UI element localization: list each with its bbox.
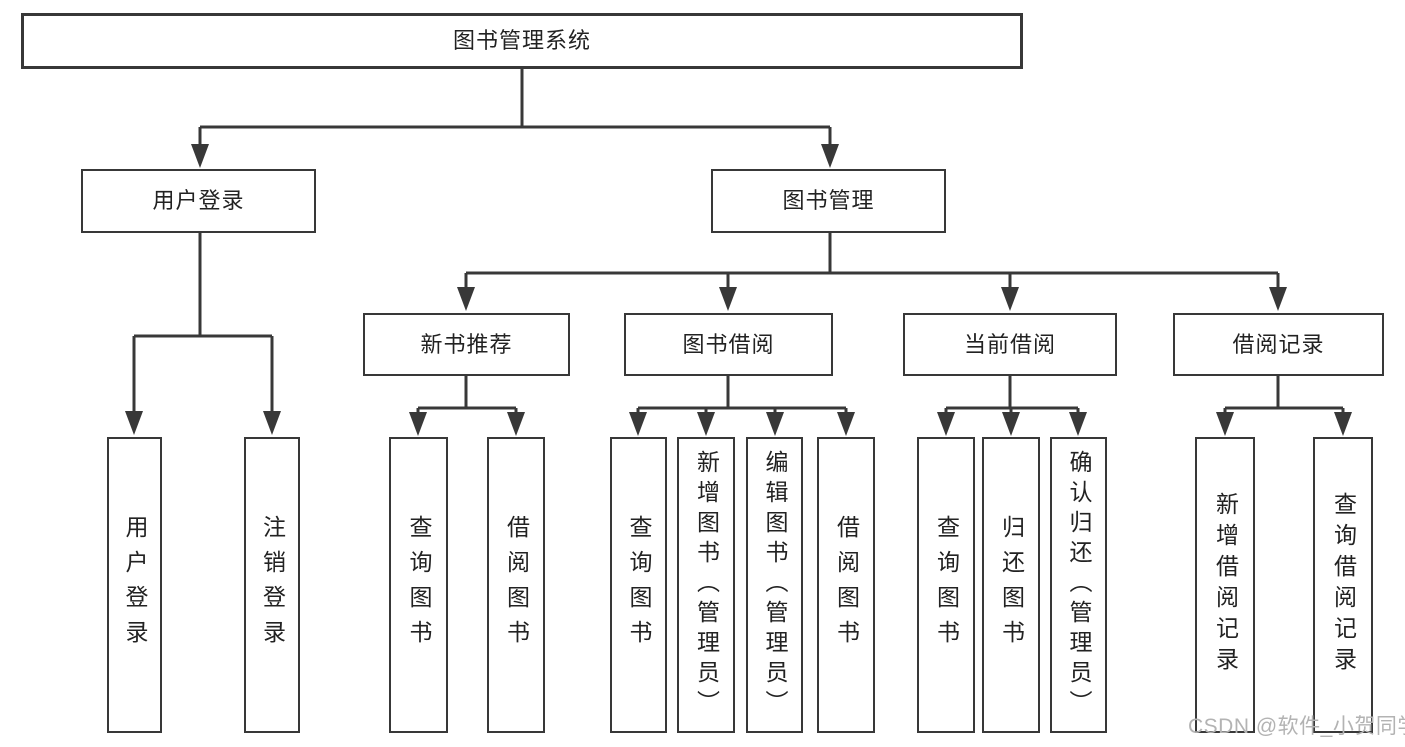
node-current-borrow: 当前借阅 (903, 313, 1117, 376)
edges-book-mgmt (457, 233, 1287, 311)
edges-records (1216, 376, 1352, 436)
node-root: 图书管理系统 (21, 13, 1023, 69)
node-book-mgmt: 图书管理 (711, 169, 946, 233)
leaf-borrow-books: 借阅图书 (817, 437, 875, 733)
leaf-edit-books-admin: 编辑图书（管理员） (746, 437, 803, 733)
leaf-confirm-return-admin: 确认归还（管理员） (1050, 437, 1107, 733)
leaf-add-borrow-record: 新增借阅记录 (1195, 437, 1255, 733)
leaf-add-books-admin: 新增图书（管理员） (677, 437, 735, 733)
leaf-query-borrow-record: 查询借阅记录 (1313, 437, 1373, 733)
leaf-return-books: 归还图书 (982, 437, 1040, 733)
node-book-borrow: 图书借阅 (624, 313, 833, 376)
edges-user-login (125, 233, 281, 435)
leaf-logout: 注销登录 (244, 437, 300, 733)
node-new-book-rec: 新书推荐 (363, 313, 570, 376)
leaf-query-books-borrow: 查询图书 (610, 437, 667, 733)
csdn-watermark: CSDN @软件_小贺同学 (1188, 715, 1405, 738)
node-borrow-records: 借阅记录 (1173, 313, 1384, 376)
leaf-borrow-books-rec: 借阅图书 (487, 437, 545, 733)
edges-new-book (409, 376, 525, 436)
edges-root (191, 69, 839, 168)
edges-current (937, 376, 1087, 436)
leaf-user-login: 用户登录 (107, 437, 162, 733)
edges-borrow (629, 376, 855, 436)
node-user-login: 用户登录 (81, 169, 316, 233)
leaf-query-books-rec: 查询图书 (389, 437, 448, 733)
leaf-query-books-current: 查询图书 (917, 437, 975, 733)
